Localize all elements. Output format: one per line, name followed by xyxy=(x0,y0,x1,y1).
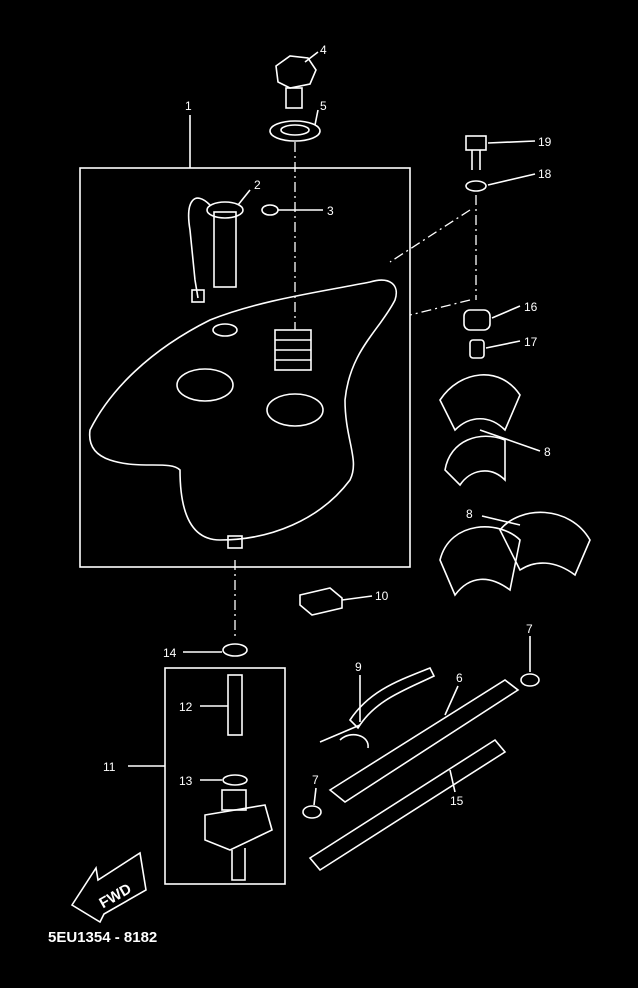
fuel-hose-15 xyxy=(308,738,507,872)
o-ring xyxy=(222,774,248,786)
hose-clip-lower xyxy=(302,805,322,819)
clamp xyxy=(222,643,248,657)
part-label: 2 xyxy=(254,178,261,192)
part-label: 10 xyxy=(375,589,389,603)
part-label: 14 xyxy=(163,646,177,660)
part-label: 15 xyxy=(450,794,464,808)
forward-arrow: FWD xyxy=(70,851,147,924)
fuel-tank xyxy=(88,279,397,549)
collar xyxy=(469,339,485,359)
part-label: 3 xyxy=(327,204,334,218)
part-label: 16 xyxy=(524,300,538,314)
part-label: 7 xyxy=(312,773,319,787)
fuel-cock-assembly-box xyxy=(164,667,286,885)
part-label: 17 xyxy=(524,335,538,349)
cap-gasket xyxy=(269,120,321,142)
center-line-bolt xyxy=(389,209,471,263)
part-label: 7 xyxy=(526,622,533,636)
washer xyxy=(465,180,487,192)
part-label: 4 xyxy=(320,43,327,57)
fuel-cock xyxy=(204,789,273,881)
fuel-cap xyxy=(275,55,317,109)
tank-damper-lower xyxy=(439,511,591,597)
center-line-damper xyxy=(409,299,471,316)
bolt xyxy=(465,135,487,170)
leader-lines xyxy=(128,51,541,806)
part-label: 8 xyxy=(544,445,551,459)
fuel-tank-assembly-box xyxy=(79,167,411,568)
part-label: 13 xyxy=(179,774,193,788)
part-label: 19 xyxy=(538,135,552,149)
rubber-pad xyxy=(299,587,343,616)
tank-damper-upper xyxy=(439,374,521,487)
clip xyxy=(261,204,279,216)
damper xyxy=(463,309,491,331)
part-label: 1 xyxy=(185,99,192,113)
drawing-code: 5EU1354 - 8182 xyxy=(48,929,157,946)
hose-clip-upper xyxy=(520,673,540,687)
part-label: 9 xyxy=(355,660,362,674)
breather-hose-9 xyxy=(319,666,436,749)
part-label: 18 xyxy=(538,167,552,181)
part-label: 8 xyxy=(466,507,473,521)
part-label: 11 xyxy=(103,760,116,774)
fuel-hose-6 xyxy=(328,679,520,803)
fuel-strainer xyxy=(227,674,243,736)
part-label: 12 xyxy=(179,700,193,714)
part-label: 6 xyxy=(456,671,463,685)
fuel-level-sender xyxy=(187,197,244,303)
part-label: 5 xyxy=(320,99,327,113)
